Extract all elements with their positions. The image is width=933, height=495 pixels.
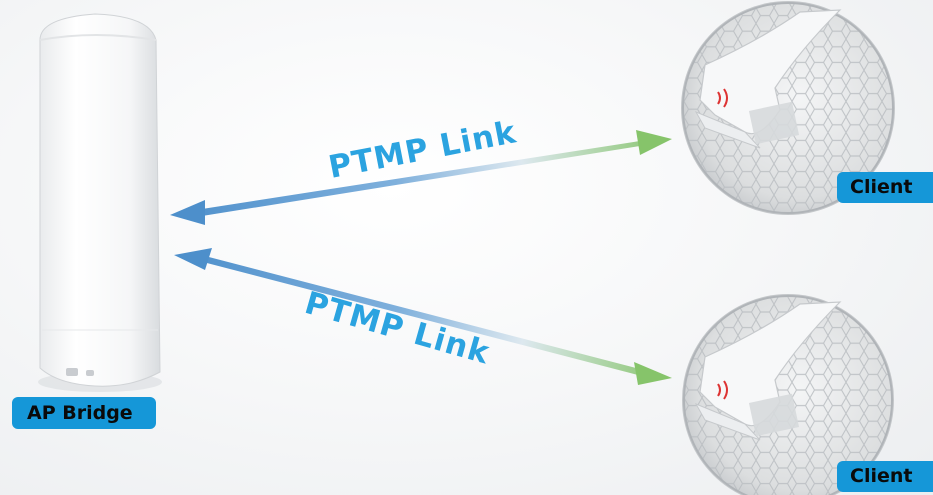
client-label-top: Client <box>837 172 933 203</box>
client-dish-top <box>681 1 895 215</box>
ap-bridge-label: AP Bridge <box>12 397 156 429</box>
link-arrow-bottom <box>174 248 672 385</box>
ap-bridge-device <box>38 13 162 392</box>
client-dish-bottom <box>682 294 894 495</box>
link-arrow-top <box>170 130 672 225</box>
client-label-bottom: Client <box>837 461 933 492</box>
